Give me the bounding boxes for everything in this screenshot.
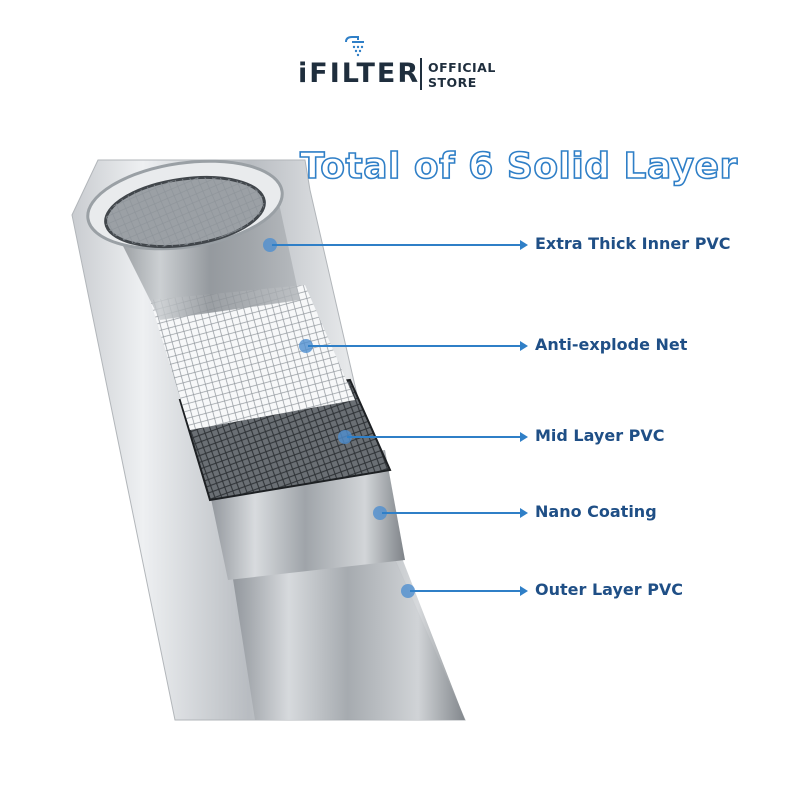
label-anti-explode-net: Anti-explode Net <box>535 335 688 354</box>
brand-official: OFFICIAL <box>428 60 496 75</box>
pointer-mid-layer-pvc <box>338 430 528 444</box>
brand-name: iFILTER <box>298 58 421 89</box>
pointer-anti-explode-net <box>299 339 528 353</box>
label-extra-thick-inner-pvc: Extra Thick Inner PVC <box>535 234 731 253</box>
pointer-outer-layer-pvc <box>401 584 528 598</box>
pointer-nano-coating <box>373 506 528 520</box>
headline: Total of 6 Solid Layer <box>299 145 738 188</box>
label-mid-layer-pvc: Mid Layer PVC <box>535 426 665 445</box>
shower-icon <box>345 36 364 57</box>
pointer-extra-thick-inner-pvc <box>263 238 528 252</box>
brand-store: STORE <box>428 75 477 90</box>
label-nano-coating: Nano Coating <box>535 502 657 521</box>
label-outer-layer-pvc: Outer Layer PVC <box>535 580 684 599</box>
brand-divider <box>420 58 422 90</box>
